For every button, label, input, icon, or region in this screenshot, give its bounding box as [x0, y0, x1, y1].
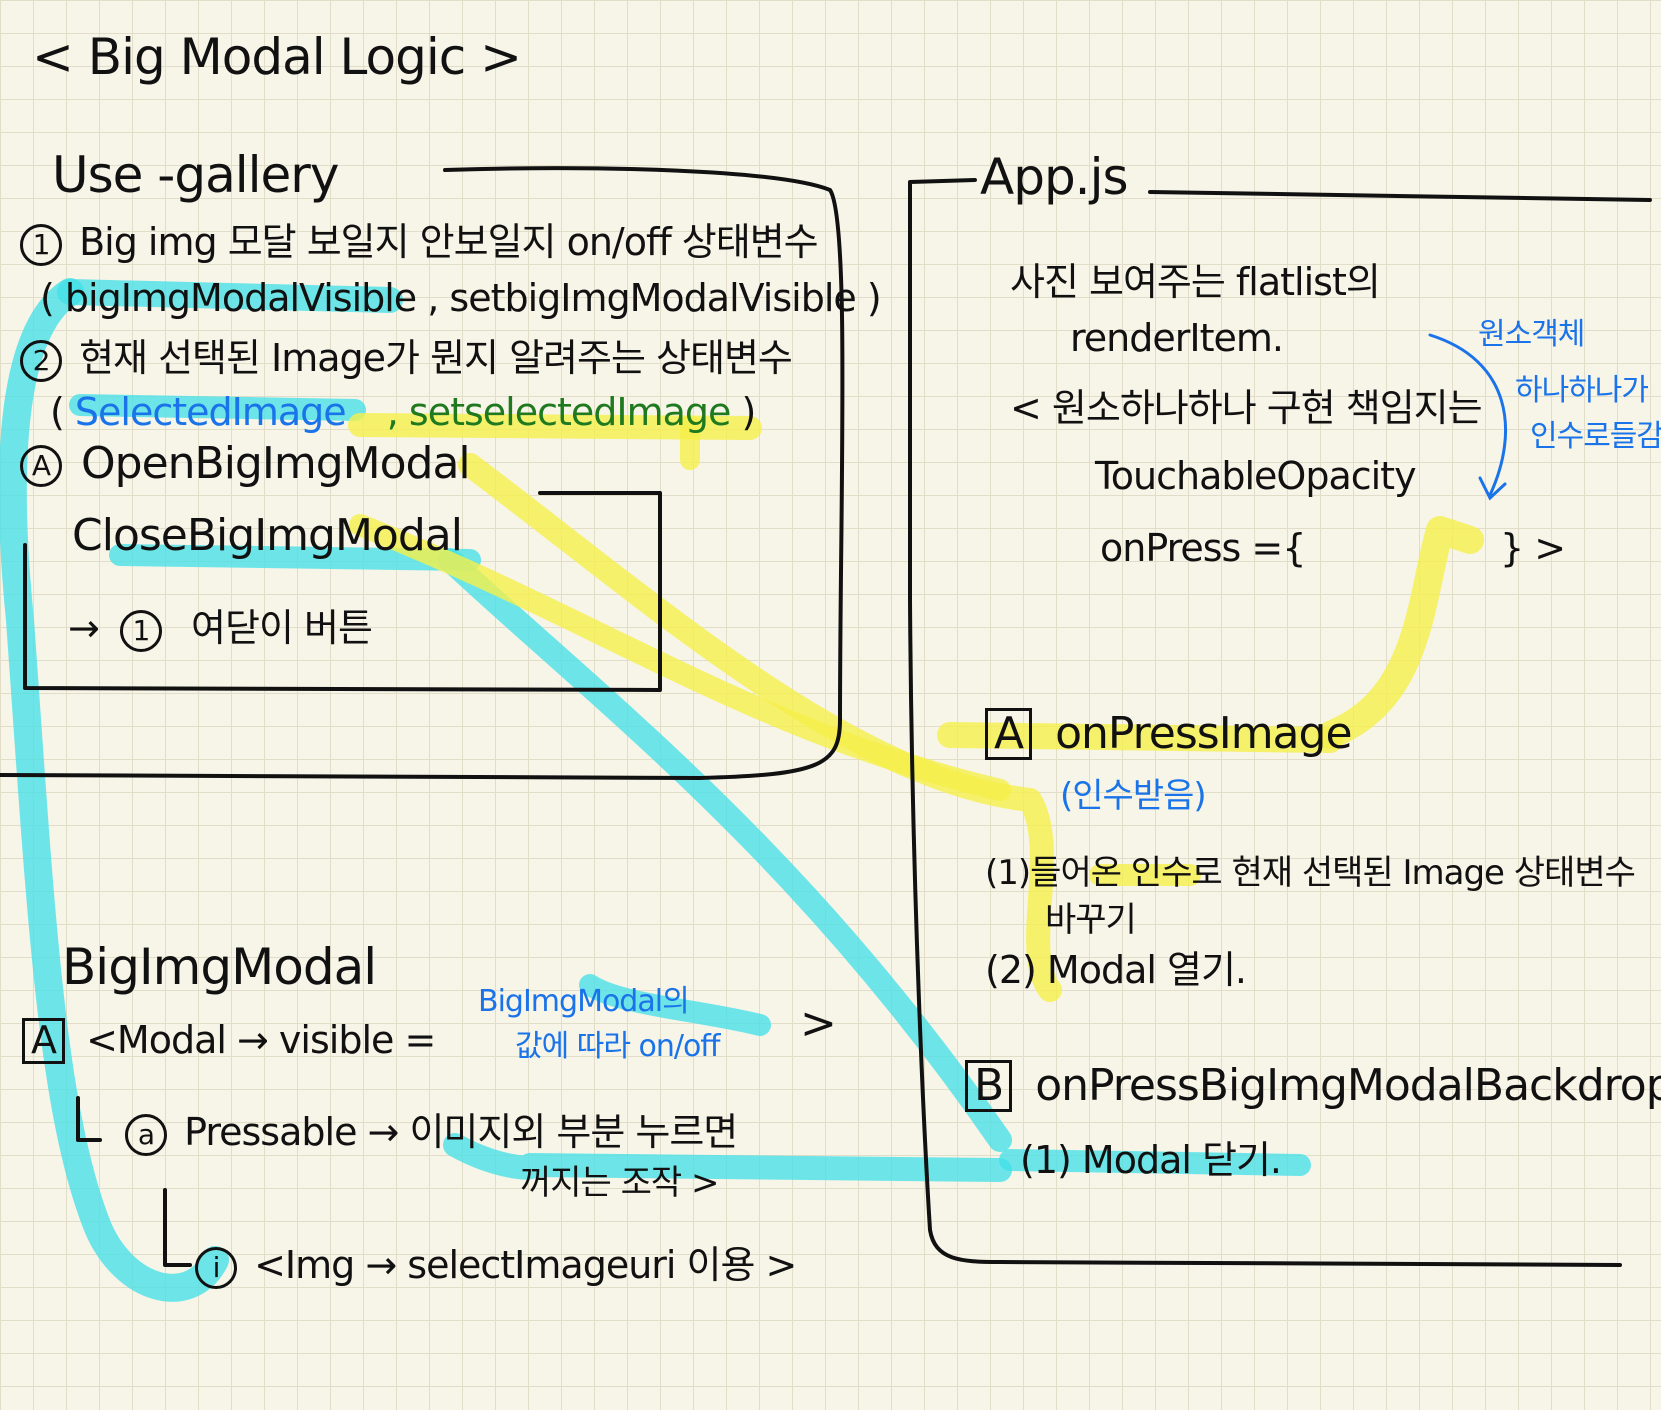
use-gallery-heading: Use -gallery [52, 146, 339, 204]
highlight-yellow-arrow-up [1316, 516, 1484, 749]
page-title: < Big Modal Logic > [32, 28, 522, 86]
modal-note-1: BigImgModal의 [478, 984, 690, 1019]
highlight-cyan-close-to-backdrop [438, 548, 1012, 1152]
close-big-img-modal: CloseBigImgModal [72, 510, 463, 561]
img-text: <Img → selectImageuri 이용 > [254, 1243, 797, 1287]
on-press-backdrop-label: B [965, 1060, 1013, 1113]
highlight-cyan-modal-note [579, 974, 771, 1036]
highlight-yellow-open-modal [349, 514, 1011, 801]
app-js-line-2: renderItem. [1070, 316, 1284, 360]
app-js-line-5-end: } > [1500, 526, 1566, 570]
use-gallery-item-2-vars: ( SelectedImage , setselectedImage ) [50, 390, 757, 434]
modal-line-label: A [22, 1018, 65, 1064]
use-gallery-item-2: 2 현재 선택된 Image가 뭔지 알려주는 상태변수 [20, 336, 793, 382]
highlight-cyan-loop-left [0, 278, 229, 1302]
img-line: i <Img → selectImageuri 이용 > [195, 1243, 797, 1289]
modal-line: A <Modal → visible = [22, 1018, 436, 1064]
modal-line-text: <Modal → visible = [86, 1018, 436, 1062]
highlight-cyan-selected-var [69, 394, 366, 421]
app-js-line-4: TouchableOpacity [1095, 454, 1417, 498]
side-note-arrow [1428, 333, 1507, 497]
highlight-cyan-pressable-link [443, 1133, 1012, 1182]
on-press-image-step-2: (2) Modal 열기. [985, 948, 1247, 992]
item-2-number: 2 [20, 339, 62, 382]
on-press-image-step-1: (1)들어온 인수로 현재 선택된 Image 상태변수 [985, 853, 1636, 893]
pressable-text: Pressable → 이미지외 부분 누르면 [184, 1110, 738, 1154]
item-2-open-paren: ( [50, 390, 65, 434]
on-press-image-step-1b: 바꾸기 [1045, 900, 1137, 940]
toggle-number: 1 [119, 609, 162, 652]
toggle-arrow: → [68, 606, 100, 650]
item-2-text: 현재 선택된 Image가 뭔지 알려주는 상태변수 [79, 336, 793, 380]
toggle-text: 여닫이 버튼 [191, 606, 373, 650]
app-js-line-1: 사진 보여주는 flatlist의 [1010, 260, 1381, 304]
side-note-3: 인수로들감 [1530, 419, 1661, 454]
item-1-number: 1 [20, 223, 62, 266]
highlight-yellow-onpress-line [937, 722, 1343, 753]
pressable-label: a [125, 1113, 167, 1156]
app-js-heading: App.js [980, 148, 1129, 206]
on-press-image-note: (인수받음) [1060, 776, 1207, 816]
on-press-backdrop-title: onPressBigImgModalBackdrop [1035, 1060, 1661, 1111]
app-js-line-5: onPress ={ [1100, 526, 1306, 570]
modal-note-2: 값에 따라 on/off [515, 1029, 720, 1064]
on-press-image-title: onPressImage [1055, 708, 1352, 759]
item-1-text: Big img 모달 보일지 안보일지 on/off 상태변수 [79, 220, 819, 264]
big-modal-branch-2 [163, 1188, 192, 1267]
side-note-2: 하나하나가 [1515, 373, 1649, 408]
side-note-arrow-head [1478, 476, 1507, 501]
on-press-image-label: A [985, 708, 1033, 761]
selected-image-var: SelectedImage [74, 390, 347, 434]
toggle-button-note: → 1 여닫이 버튼 [68, 606, 373, 652]
modal-close-bracket: > [800, 998, 837, 1049]
highlight-cyan-close-modal [109, 544, 481, 571]
app-js-topline [1148, 190, 1652, 202]
side-note-1: 원소객체 [1478, 317, 1585, 352]
pressable-line-2: 꺼지는 조작 > [520, 1163, 720, 1203]
img-label: i [195, 1246, 237, 1289]
app-js-line-3: < 원소하나하나 구현 책임지는 [1010, 386, 1483, 430]
use-gallery-item-1-vars: ( bigImgModalVisible , setbigImgModalVis… [40, 276, 882, 320]
open-label: A [20, 445, 62, 487]
on-press-backdrop-step-1: (1) Modal 닫기. [1020, 1138, 1282, 1182]
item-2-close-paren: ) [741, 390, 757, 434]
big-img-modal-heading: BigImgModal [62, 938, 377, 996]
use-gallery-box [0, 166, 845, 780]
highlight-cyan-modal-close [999, 1149, 1311, 1176]
pressable-line: a Pressable → 이미지외 부분 누르면 [125, 1110, 738, 1156]
highlight-cyan-biginmodal-var [57, 279, 403, 313]
open-big-img-modal: A OpenBigImgModal [20, 438, 471, 489]
app-js-box [908, 178, 1622, 1267]
on-press-backdrop: B onPressBigImgModalBackdrop [965, 1060, 1661, 1113]
use-gallery-item-1: 1 Big img 모달 보일지 안보일지 on/off 상태변수 [20, 220, 819, 266]
on-press-image: A onPressImage [985, 708, 1353, 761]
set-selected-image-var: , setselectedImage [386, 390, 732, 434]
open-close-inner-box [23, 491, 662, 692]
big-modal-branch-1 [76, 1096, 102, 1142]
open-big-img-modal-text: OpenBigImgModal [81, 438, 471, 489]
